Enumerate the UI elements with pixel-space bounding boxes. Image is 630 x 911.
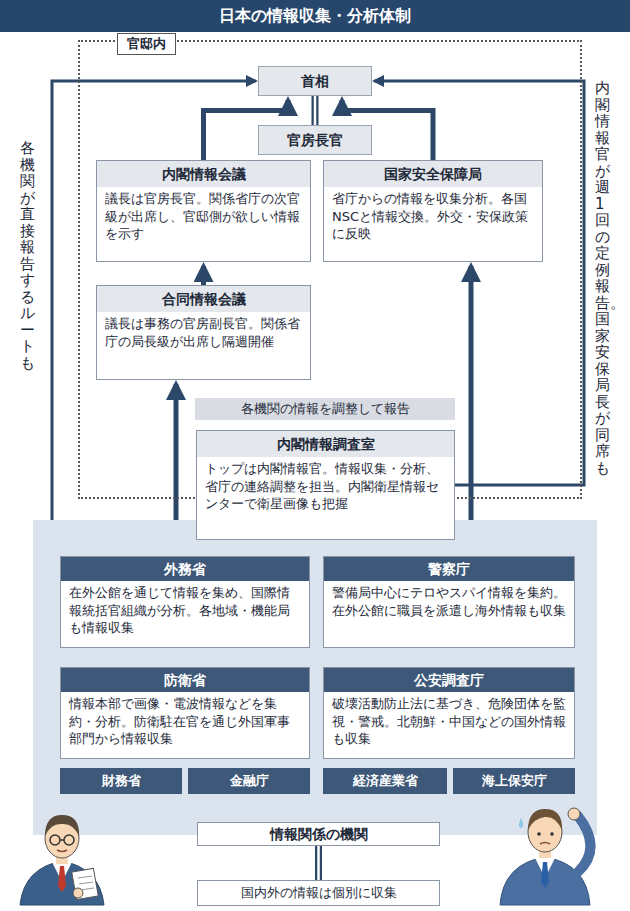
node-label: 官邸内 [117, 33, 176, 55]
node-heading: 内閣情報会議 [97, 161, 310, 187]
node-heading: 内閣情報調査室 [197, 431, 454, 457]
agency-panel: 情報関係の機関外務省在外公館を通じて情報を集め、国際情報統括官組織が分析。各地域… [33, 520, 597, 835]
agency-small-box: 財務省 [60, 768, 182, 794]
connector-line [312, 96, 319, 125]
connector-line [374, 81, 584, 485]
node-body: 在外公館を通じて情報を集め、国際情報統括官組織が分析。各地域・機能局も情報収集 [61, 581, 309, 641]
connector-gap [317, 846, 320, 880]
node-heading: 合同情報会議 [97, 286, 310, 312]
agency-panel-ground [33, 520, 597, 835]
title: 日本の情報収集・分析体制 [0, 0, 630, 32]
connector-line [469, 266, 474, 520]
person-right-illustration [500, 808, 591, 905]
connector-gap [314, 96, 317, 125]
title-box: 官房長官 [258, 125, 372, 155]
region-outline: 官邸内首相官房長官内閣情報会議議長は官房長官。関係省庁の次官級が出席し、官邸側が… [80, 42, 580, 497]
node-heading: 外務省 [61, 557, 309, 581]
double-connector [318, 846, 319, 880]
agency-box: 公安調査庁破壊活動防止法に基づき、危険団体を監視・警戒。北朝鮮・中国などの国外情… [323, 667, 575, 759]
node-body: 省庁からの情報を収集分析。各国NSCと情報交換。外交・安保政策に反映 [324, 187, 542, 247]
node-body: 議長は官房長官。関係省庁の次官級が出席し、官邸側が欲しい情報を示す [97, 187, 310, 247]
vertical-note: 内閣情報官が週1回の定例報告。国家安保局長が同席も [595, 80, 610, 476]
node-label: 経済産業省 [323, 768, 447, 794]
node-body: 情報本部で画像・電波情報などを集約・分析。防衛駐在官を通じ外国軍事部門から情報収… [61, 692, 309, 752]
info-box: 合同情報会議議長は事務の官房副長官。関係省庁の局長級が出席し隔週開催 [96, 285, 311, 380]
info-box: 内閣情報会議議長は官房長官。関係省庁の次官級が出席し、官邸側が欲しい情報を示す [96, 160, 311, 262]
node-label: 首相 [259, 67, 371, 95]
agency-small-box: 金融庁 [188, 768, 310, 794]
node-heading: 公安調査庁 [324, 668, 574, 692]
title-box: 首相 [258, 66, 372, 96]
node-body: 警備局中心にテロやスパイ情報を集約。在外公館に職員を派遣し海外情報も収集 [324, 581, 574, 623]
node-heading: 防衛省 [61, 668, 309, 692]
connector-line [174, 384, 179, 520]
node-heading: 国家安全保障局 [324, 161, 542, 187]
node-label: 各機関の情報を調整して報告 [195, 398, 455, 420]
node-body: 議長は事務の官房副長官。関係省庁の局長級が出席し隔週開催 [97, 312, 310, 354]
node-label: 国内外の情報は個別に収集 [198, 881, 439, 905]
arrow-connector [176, 384, 177, 520]
connector-line [315, 846, 322, 880]
agency-box: 外務省在外公館を通じて情報を集め、国際情報統括官組織が分析。各地域・機能局も情報… [60, 556, 310, 648]
node-body: 破壊活動防止法に基づき、危険団体を監視・警戒。北朝鮮・中国などの国外情報も収集 [324, 692, 574, 752]
node-body: トップは内閣情報官。情報収集・分析、省庁の連絡調整を担当。内閣衛星情報センターで… [197, 457, 454, 517]
note-band: 各機関の情報を調整して報告 [195, 398, 455, 420]
double-connector [315, 96, 316, 125]
arrow-connector [374, 81, 584, 485]
arrow-connector [471, 266, 472, 520]
node-label: 財務省 [60, 768, 182, 794]
agency-small-box: 海上保安庁 [453, 768, 575, 794]
vertical-note: 各機関が直接報告するルートも [20, 140, 35, 371]
info-box: 内閣情報調査室トップは内閣情報官。情報収集・分析、省庁の連絡調整を担当。内閣衛星… [196, 430, 455, 540]
connector-line [201, 266, 206, 285]
note-box: 国内外の情報は個別に収集 [197, 880, 440, 906]
node-label: 官房長官 [259, 126, 371, 154]
info-box: 国家安全保障局省庁からの情報を収集分析。各国NSCと情報交換。外交・安保政策に反… [323, 160, 543, 262]
agency-small-box: 経済産業省 [323, 768, 447, 794]
node-heading: 警察庁 [324, 557, 574, 581]
arrow-connector [203, 266, 204, 285]
node-label: 金融庁 [188, 768, 310, 794]
node-label: 海上保安庁 [453, 768, 575, 794]
agency-box: 警察庁警備局中心にテロやスパイ情報を集約。在外公館に職員を派遣し海外情報も収集 [323, 556, 575, 648]
person-left-illustration [20, 815, 104, 905]
agency-box: 防衛省情報本部で画像・電波情報などを集約・分析。防衛駐在官を通じ外国軍事部門から… [60, 667, 310, 759]
node-label: 情報関係の機関 [197, 822, 440, 846]
